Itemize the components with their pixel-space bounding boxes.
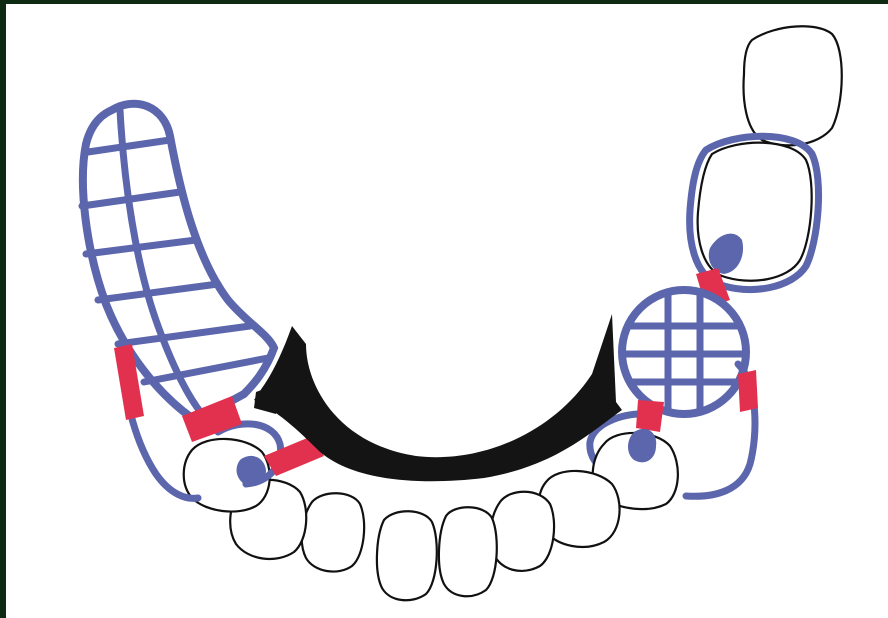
retention-grid-left	[82, 104, 274, 418]
retention-grid-right	[622, 290, 746, 414]
tooth-right-lateral-incisor	[439, 507, 497, 596]
tooth-right-canine	[491, 492, 554, 571]
tooth-right-molar-distal	[744, 26, 842, 145]
diagram-canvas	[6, 4, 888, 618]
partial-denture-diagram	[6, 4, 888, 618]
tooth-left-central-incisor	[302, 493, 364, 571]
contact-right-outer	[738, 370, 758, 412]
contact-right-lower	[636, 400, 664, 432]
major-connector-left-notch	[254, 384, 278, 414]
tooth-right-central-incisor	[377, 511, 437, 600]
